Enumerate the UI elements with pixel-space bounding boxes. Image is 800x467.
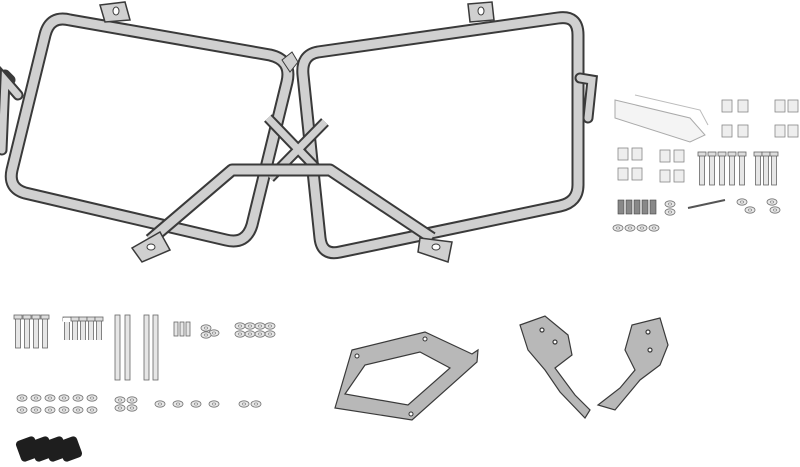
lower-connecting-tube bbox=[130, 163, 453, 263]
left-side-plate bbox=[334, 331, 479, 421]
left-pannier-frame bbox=[0, 1, 295, 248]
right-mounting-brackets bbox=[519, 315, 669, 419]
hardware-kit-top bbox=[612, 94, 799, 232]
right-pannier-frame bbox=[296, 1, 599, 260]
hardware-kit-bottom bbox=[13, 314, 276, 414]
rubber-spacers bbox=[15, 436, 83, 462]
